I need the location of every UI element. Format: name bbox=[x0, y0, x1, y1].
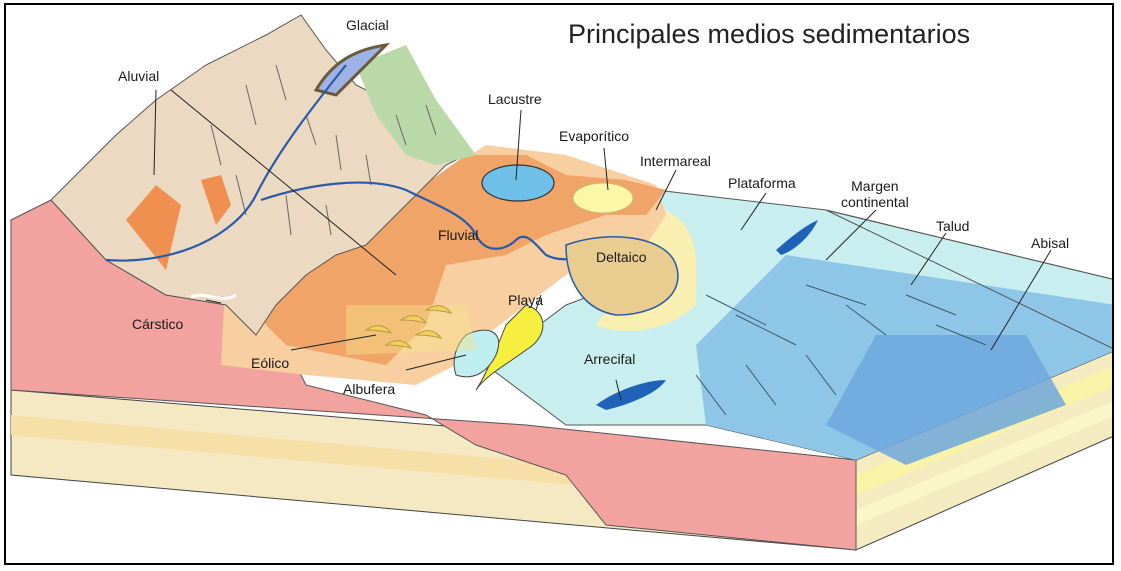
label-lacustre: Lacustre bbox=[488, 91, 542, 107]
lake-lacustrine bbox=[482, 165, 554, 201]
evaporite-pan bbox=[573, 183, 633, 213]
label-eolico: Eólico bbox=[251, 355, 289, 371]
label-abisal: Abisal bbox=[1031, 235, 1069, 251]
label-talud: Talud bbox=[936, 218, 969, 234]
label-aluvial: Aluvial bbox=[118, 68, 159, 84]
label-arrecifal: Arrecifal bbox=[584, 351, 635, 367]
label-plataforma: Plataforma bbox=[728, 175, 796, 191]
label-glacial: Glacial bbox=[346, 17, 389, 33]
label-fluvial: Fluvial bbox=[438, 227, 478, 243]
label-margen-continental: Margen continental bbox=[841, 178, 909, 210]
diagram-frame: Principales medios sedimentarios Glacial… bbox=[4, 3, 1114, 565]
label-albufera: Albufera bbox=[343, 381, 395, 397]
label-margen-line1: Margen bbox=[841, 178, 909, 194]
label-deltaico: Deltaico bbox=[596, 249, 647, 265]
eolian-field bbox=[346, 305, 476, 355]
label-evaporitico: Evaporítico bbox=[559, 128, 629, 144]
label-margen-line2: continental bbox=[841, 194, 909, 210]
diagram-title: Principales medios sedimentarios bbox=[568, 19, 970, 50]
label-playa: Playa bbox=[508, 292, 543, 308]
label-intermareal: Intermareal bbox=[640, 153, 711, 169]
label-carstico: Cárstico bbox=[132, 316, 183, 332]
sedimentary-environments-diagram bbox=[6, 5, 1112, 563]
